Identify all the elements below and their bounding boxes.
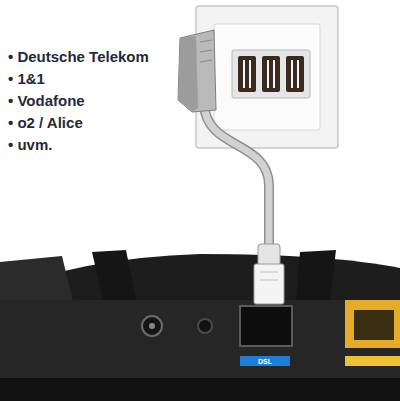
power-jack [142,316,162,336]
provider-item: • uvm. [8,136,52,153]
cable [204,104,269,250]
lan-tag [345,356,400,366]
provider-item: • o2 / Alice [8,114,83,131]
dsl-tag [240,356,290,366]
router-base [0,378,400,401]
tae-plug [178,30,216,112]
provider-item: • 1&1 [8,70,45,87]
socket-frame [214,24,320,130]
socket-ports [232,50,310,98]
router-body [0,254,400,401]
provider-item: • Deutsche Telekom [8,48,149,65]
antenna [92,250,136,304]
antenna [296,250,336,302]
lan-socket [354,310,394,340]
lan-port [345,300,400,348]
tae-ports [238,56,304,92]
dsl-port [240,306,292,346]
reset-button [198,319,212,333]
port-label: DSL [258,358,272,365]
cable-outline [204,104,269,250]
provider-item: • Vodafone [8,92,85,109]
back-panel [0,300,400,378]
rj-plug [254,244,284,304]
power-pin [149,323,155,329]
